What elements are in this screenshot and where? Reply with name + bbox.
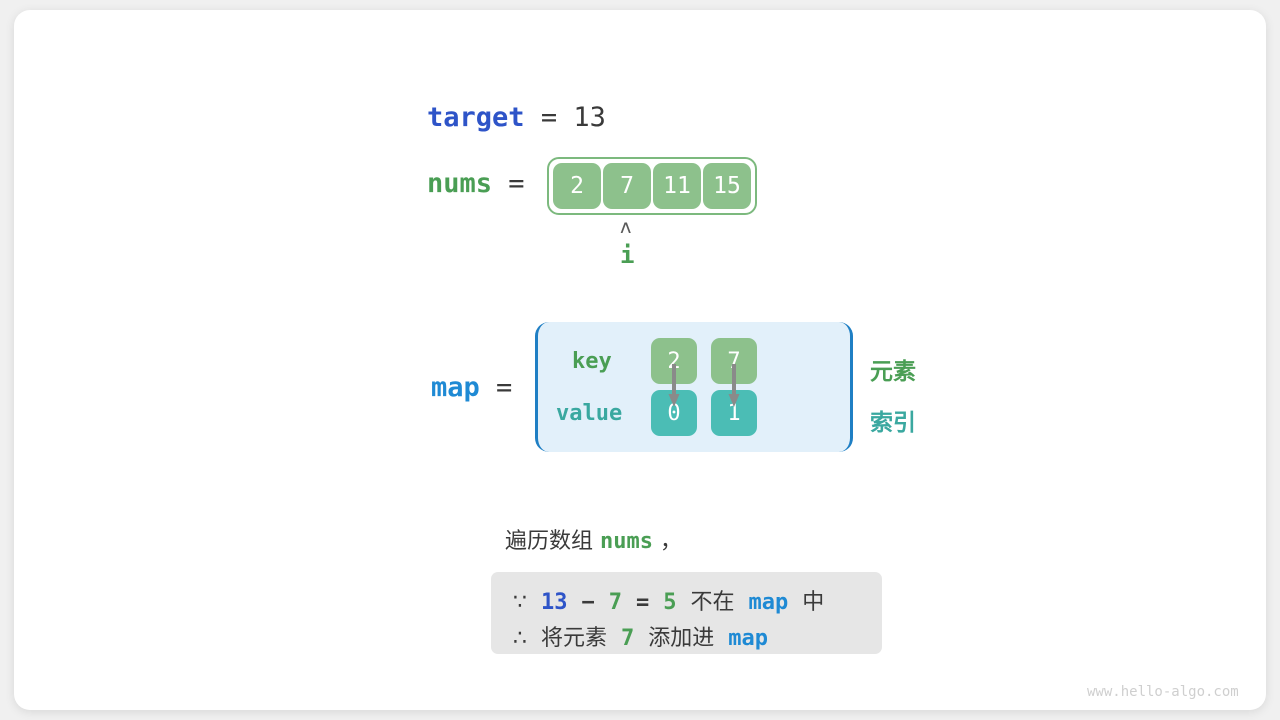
note-not-in-text: 不在 <box>690 590 735 615</box>
array-cell[interactable]: 15 <box>703 163 751 209</box>
map-equals-sign: = <box>496 372 513 403</box>
note-added-element: 7 <box>621 626 635 651</box>
caption-prefix-text: 遍历数组 <box>505 529 594 554</box>
note-add-into-text: 添加进 <box>648 626 715 651</box>
nums-variable-name: nums <box>427 168 493 199</box>
note-complement-value: 5 <box>663 590 677 615</box>
map-key-cell[interactable]: 7 <box>711 338 757 384</box>
because-symbol-icon: ∵ <box>513 590 527 615</box>
array-cell[interactable]: 2 <box>553 163 601 209</box>
nums-declaration: nums = <box>427 168 525 199</box>
target-equals-sign: = <box>540 102 558 133</box>
note-add-element-text: 将元素 <box>541 626 608 651</box>
watermark: www.hello-algo.com <box>1087 684 1239 700</box>
note-minus-sign: − <box>581 590 595 615</box>
pointer-caret-icon: ʌ <box>620 216 632 238</box>
note-in-text: 中 <box>802 590 825 615</box>
note-current-element: 7 <box>608 590 622 615</box>
map-entry: 7 1 <box>711 338 757 436</box>
key-meaning-label: 元素 <box>870 359 916 385</box>
note-map-keyword: map <box>748 590 789 615</box>
value-meaning-label: 索引 <box>870 410 916 436</box>
array-cell[interactable]: 11 <box>653 163 701 209</box>
note-equals-sign: = <box>636 590 650 615</box>
target-declaration: target = 13 <box>427 102 606 133</box>
nums-array: 2 7 11 15 <box>547 157 757 215</box>
note-target-value: 13 <box>541 590 568 615</box>
nums-equals-sign: = <box>508 168 525 199</box>
map-value-cell[interactable]: 1 <box>711 390 757 436</box>
pointer-label-i: i <box>620 241 635 269</box>
therefore-symbol-icon: ∴ <box>513 626 527 651</box>
note-map-keyword: map <box>728 626 769 651</box>
map-variable-name: map <box>431 372 480 403</box>
map-container: key value 2 0 7 1 <box>535 322 853 452</box>
map-key-row-label: key <box>572 349 612 374</box>
map-key-cell[interactable]: 2 <box>651 338 697 384</box>
note-line-therefore: ∴ 将元素 7 添加进 map <box>513 620 768 652</box>
diagram-card: target = 13 nums = 2 7 11 15 ʌ i map = k… <box>14 10 1266 710</box>
map-value-cell[interactable]: 0 <box>651 390 697 436</box>
map-value-row-label: value <box>556 401 623 426</box>
target-variable-name: target <box>427 102 525 133</box>
caption-nums-keyword: nums <box>600 529 653 554</box>
caption-suffix-text: ， <box>660 529 683 554</box>
traversal-caption: 遍历数组 nums ， <box>505 523 682 555</box>
array-cell[interactable]: 7 <box>603 163 651 209</box>
explanation-note-box: ∵ 13 − 7 = 5 不在 map 中 ∴ 将元素 7 添加进 map <box>491 572 882 654</box>
map-entry: 2 0 <box>651 338 697 436</box>
map-declaration: map = <box>431 372 512 403</box>
target-value: 13 <box>573 102 606 133</box>
note-line-because: ∵ 13 − 7 = 5 不在 map 中 <box>513 584 824 616</box>
